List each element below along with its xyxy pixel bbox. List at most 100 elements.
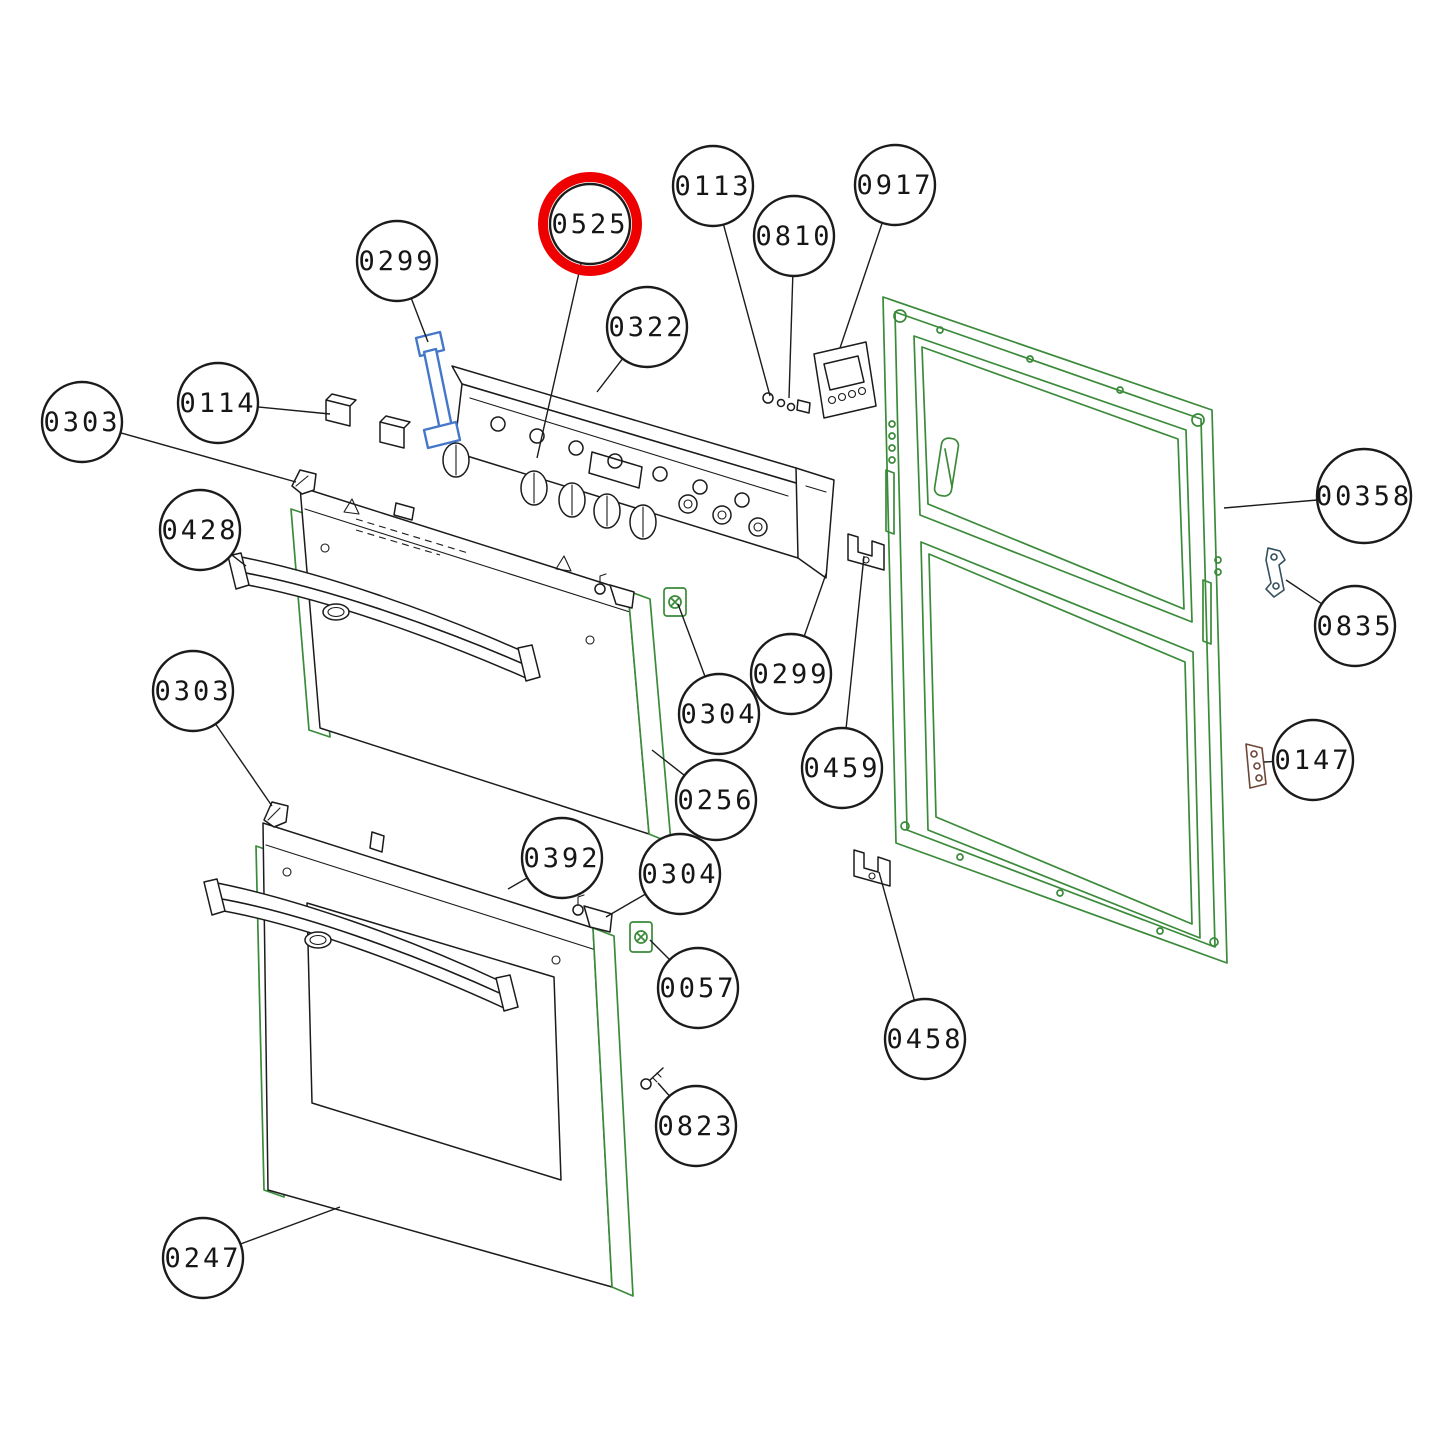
- callout-0304: 0304: [677, 672, 761, 756]
- hinge-0304-lower: [572, 894, 613, 933]
- callout-balloon: [749, 632, 833, 716]
- leader-line-0428: [231, 554, 247, 567]
- leader-line-0459: [845, 555, 865, 729]
- callout-0823: 0823: [654, 1084, 738, 1168]
- part-number-label: 0303: [43, 407, 120, 438]
- callout-balloon: [671, 144, 755, 228]
- callout-0114: 0114: [176, 361, 260, 445]
- callout-0525: 0525: [538, 172, 642, 276]
- part-number-label: 0459: [803, 753, 880, 784]
- leader-line-0525: [536, 262, 582, 459]
- callout-balloon: [158, 488, 242, 572]
- part-number-label: 0392: [523, 843, 600, 874]
- part-number-label: 0247: [164, 1243, 241, 1274]
- leader-line-0458: [878, 871, 916, 1001]
- callout-0303: 0303: [151, 649, 235, 733]
- leader-line-0303: [120, 432, 297, 483]
- callout-balloon: [605, 285, 689, 369]
- callout-0428: 0428: [158, 488, 242, 572]
- part-number-label: 0810: [755, 221, 832, 252]
- part-number-label: 0917: [856, 170, 933, 201]
- callout-balloon: [520, 816, 604, 900]
- callout-balloon: [1313, 584, 1397, 668]
- hinge-0304-upper: [594, 573, 635, 609]
- callout-balloon: [656, 946, 740, 1030]
- back-panel: [882, 296, 1228, 964]
- bracket-0835: [1265, 547, 1286, 598]
- leader-line-0304: [605, 893, 646, 918]
- small-button: [678, 494, 698, 514]
- callout-0322: 0322: [605, 285, 689, 369]
- leader-line-0299: [410, 298, 429, 343]
- leader-line-0057: [649, 939, 671, 961]
- control-knobs: [442, 442, 768, 540]
- callout-0299: 0299: [355, 219, 439, 303]
- callout-balloon: [176, 361, 260, 445]
- callout-0835: 0835: [1313, 584, 1397, 668]
- callout-balloon: [638, 832, 722, 916]
- panel-end-bracket: [795, 467, 835, 579]
- callout-balloon: [800, 726, 884, 810]
- highlight-ring: [538, 172, 642, 276]
- knob: [442, 442, 470, 478]
- callout-0459: 0459: [800, 726, 884, 810]
- lower-door-right-edge: [592, 927, 634, 1297]
- part-number-label: 00358: [1316, 481, 1412, 512]
- leader-line-0810: [788, 275, 794, 399]
- callout-balloon: [1271, 718, 1355, 802]
- back-panel-handle: [933, 437, 960, 497]
- leader-line-0392: [507, 877, 528, 890]
- callout-balloon: [1315, 447, 1413, 545]
- callout-0392: 0392: [520, 816, 604, 900]
- callout-00358: 00358: [1315, 447, 1413, 545]
- callout-balloon: [355, 219, 439, 303]
- brand-badge: [304, 931, 332, 949]
- leader-lines-layer: [120, 222, 1323, 1245]
- callout-balloon: [161, 1216, 245, 1300]
- callout-balloon: [677, 672, 761, 756]
- part-number-label: 0299: [358, 246, 435, 277]
- clip-0304-upper: [663, 587, 687, 617]
- part-number-label: 0147: [1274, 745, 1351, 776]
- leader-line-0114: [257, 406, 331, 415]
- leader-line-0823: [657, 1082, 671, 1097]
- callout-balloon: [883, 997, 967, 1081]
- part-number-label: 0428: [161, 515, 238, 546]
- leader-line-0304: [677, 603, 706, 677]
- part-number-label: 0835: [1316, 611, 1393, 642]
- callout-0458: 0458: [883, 997, 967, 1081]
- leader-line-0322: [596, 358, 624, 393]
- lower-door-window: [306, 902, 562, 1181]
- control-panel: [451, 365, 835, 579]
- warning-triangle-icon: [343, 498, 360, 515]
- bracket-0458: [853, 849, 891, 887]
- part-number-label: 0303: [154, 676, 231, 707]
- callout-0810: 0810: [752, 194, 836, 278]
- leader-line-0917: [839, 222, 883, 349]
- part-number-label: 0458: [886, 1024, 963, 1055]
- callout-0917: 0917: [853, 143, 937, 227]
- screw-0823: [640, 1067, 664, 1090]
- part-number-label: 0113: [674, 171, 751, 202]
- small-button: [748, 517, 768, 537]
- clip-0057: [629, 921, 653, 953]
- display-module: [813, 341, 877, 419]
- leader-line-0256: [651, 749, 685, 776]
- panel-display-cutout: [588, 451, 643, 489]
- hinge-0303-lower: [263, 801, 289, 828]
- leader-line-0303: [215, 723, 273, 807]
- callout-balloon: [548, 182, 632, 266]
- callout-0057: 0057: [656, 946, 740, 1030]
- knob: [593, 493, 621, 529]
- callout-balloon: [752, 194, 836, 278]
- panel-button-holes: [490, 416, 750, 508]
- bracket-0459: [847, 533, 885, 571]
- callout-balloon: [654, 1084, 738, 1168]
- hinge-0303-upper: [291, 469, 317, 495]
- part-number-label: 0299: [752, 659, 829, 690]
- callout-0303: 0303: [40, 380, 124, 464]
- part-number-label: 0823: [657, 1111, 734, 1142]
- back-panel-holes: [888, 309, 1222, 947]
